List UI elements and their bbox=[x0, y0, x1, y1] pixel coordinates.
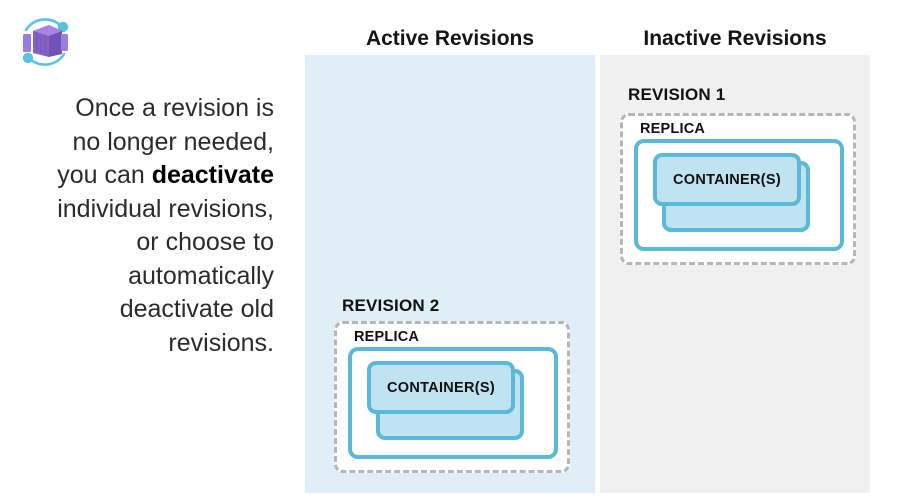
description-line-2: no longer needed, bbox=[72, 127, 274, 156]
description-emphasis-deactivate: deactivate bbox=[151, 161, 274, 189]
left-info-column: Once a revision is no longer needed, you… bbox=[0, 0, 292, 501]
revision-2-replica-label: REPLICA bbox=[354, 329, 420, 345]
description-line-7: deactivate old bbox=[119, 295, 274, 323]
azure-container-apps-icon bbox=[14, 14, 76, 70]
revision-1-container-label: CONTAINER(S) bbox=[672, 171, 782, 188]
revision-1-container-front: CONTAINER(S) bbox=[653, 153, 801, 206]
active-revisions-title: Active Revisions bbox=[365, 27, 535, 50]
revision-2-label: REVISION 2 bbox=[342, 296, 440, 315]
description-line-5: or choose to bbox=[136, 228, 274, 256]
description-line-6: automatically bbox=[128, 261, 274, 290]
revision-1-label: REVISION 1 bbox=[628, 85, 726, 104]
description-line-4: individual revisions, bbox=[57, 194, 274, 223]
description-line-1: Once a revision is bbox=[75, 94, 274, 122]
description-line-8: revisions. bbox=[168, 328, 274, 357]
revision-2-container-front: CONTAINER(S) bbox=[367, 361, 515, 414]
revision-1-replica-label: REPLICA bbox=[640, 121, 706, 137]
revision-2-container-label: CONTAINER(S) bbox=[386, 379, 496, 396]
inactive-revisions-title: Inactive Revisions bbox=[643, 27, 827, 50]
description-line-3-prefix: you can bbox=[57, 161, 152, 189]
description-paragraph: Once a revision is no longer needed, you… bbox=[8, 92, 274, 360]
